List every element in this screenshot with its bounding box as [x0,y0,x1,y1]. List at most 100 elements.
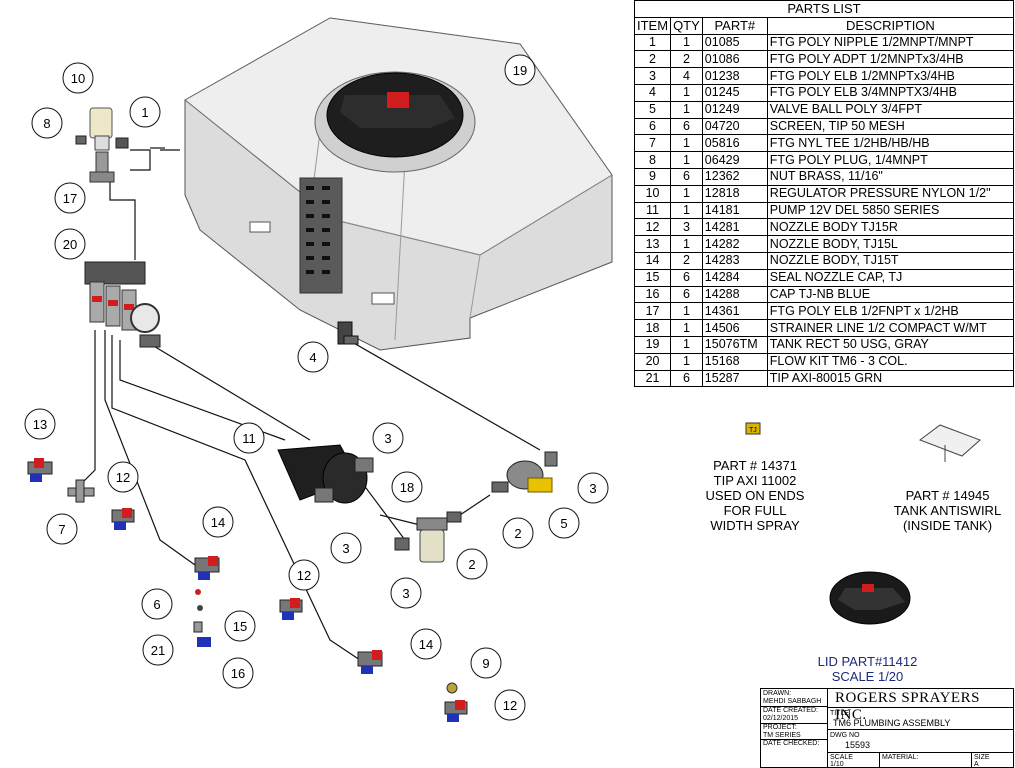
col-description: DESCRIPTION [766,16,1015,35]
item-number: 3 [633,67,672,85]
drawing-title: TM6 PLUMBING ASSEMBLY [833,718,951,728]
item-number: 18 [633,319,672,337]
description: NOZZLE BODY, TJ15L [766,235,1015,253]
lid-note-line: SCALE 1/20 [831,669,904,684]
nozzle-body-13 [27,458,53,482]
balloon-10: 10 [71,71,85,86]
item-number: 11 [633,201,672,220]
part-number: 15168 [701,352,768,371]
quantity: 1 [670,352,703,371]
part-number: 01086 [701,50,768,69]
tip-icon-label: TJ [749,427,757,434]
size-value: A [974,761,979,768]
dwg-number: 15593 [845,740,871,750]
date-created-label: DATE CREATED: [763,707,818,714]
elbow-fitting-4 [337,321,359,345]
tip-axi-icon: TJ [745,422,761,435]
description: TIP AXI-80015 GRN [766,369,1015,388]
quantity: 2 [670,50,703,69]
title-label: TITLE [830,710,850,717]
small-parts [193,589,458,694]
quantity: 6 [670,117,703,136]
description: FTG POLY PLUG, 1/4MNPT [766,151,1015,169]
drawn-label: DRAWN: [763,690,792,697]
balloon-3a: 3 [384,431,391,446]
regulator-pressure-nylon [75,107,129,183]
part-number: 15076TM [701,335,768,354]
balloon-7: 7 [58,522,65,537]
quantity: 3 [670,218,703,237]
part-number: 14288 [701,285,768,304]
part-number: 14361 [701,302,768,321]
part-number: 14284 [701,268,768,287]
description: NOZZLE BODY, TJ15T [766,251,1015,270]
description: FLOW KIT TM6 - 3 COL. [766,352,1015,371]
balloon-18: 18 [400,480,414,495]
nozzle-body-12b [279,598,303,620]
part-number: 06429 [701,151,768,169]
item-number: 20 [633,352,672,371]
quantity: 2 [670,251,703,270]
balloon-12c: 12 [503,698,517,713]
nozzle-body-12a [111,508,135,530]
description: FTG POLY NIPPLE 1/2MNPT/MNPT [766,33,1015,52]
balloon-20: 20 [63,237,77,252]
balloon-14b: 14 [419,637,433,652]
balloon-2b: 2 [468,557,475,572]
part-number: 01249 [701,100,768,119]
part-number: 01245 [701,83,768,102]
item-number: 13 [633,235,672,253]
quantity: 1 [670,33,703,52]
quantity: 1 [670,100,703,119]
tip-note-line: FOR FULL [723,503,787,518]
part-number: 04720 [701,117,768,136]
tip-axi-note: PART # 14371 TIP AXI 11002 USED ON ENDS … [700,458,810,533]
description: FTG POLY ELB 3/4MNPTX3/4HB [766,83,1015,102]
balloon-21: 21 [151,643,165,658]
nozzle-body-12c [444,700,468,722]
quantity: 1 [670,302,703,321]
part-number: 14282 [701,235,768,253]
antiswirl-note-line: (INSIDE TANK) [902,518,993,533]
item-number: 1 [633,33,672,52]
tee-fitting-7 [67,479,95,503]
balloon-11: 11 [242,431,256,446]
item-number: 14 [633,251,672,270]
item-number: 9 [633,167,672,186]
balloon-6: 6 [153,597,160,612]
part-number: 14283 [701,251,768,270]
item-number: 10 [633,184,672,203]
parts-list-title: PARTS LIST [634,0,1014,18]
quantity: 1 [670,235,703,253]
quantity: 1 [670,184,703,203]
tip-note-line: WIDTH SPRAY [710,518,800,533]
col-item: ITEM [633,16,672,35]
quantity: 6 [670,369,703,388]
description: STRAINER LINE 1/2 COMPACT W/MT [766,319,1015,337]
antiswirl-note-line: TANK ANTISWIRL [893,503,1002,518]
company-name: ROGERS SPRAYERS INC. [835,690,980,723]
project: TM SERIES [763,732,801,739]
balloon-16: 16 [231,666,245,681]
balloon-1: 1 [141,105,148,120]
part-number: 01238 [701,67,768,85]
description: PUMP 12V DEL 5850 SERIES [766,201,1015,220]
antiswirl-note-line: PART # 14945 [905,488,990,503]
description: NUT BRASS, 11/16" [766,167,1015,186]
tank-antiswirl-icon [918,424,981,462]
balloon-4: 4 [309,350,316,365]
description: SEAL NOZZLE CAP, TJ [766,268,1015,287]
